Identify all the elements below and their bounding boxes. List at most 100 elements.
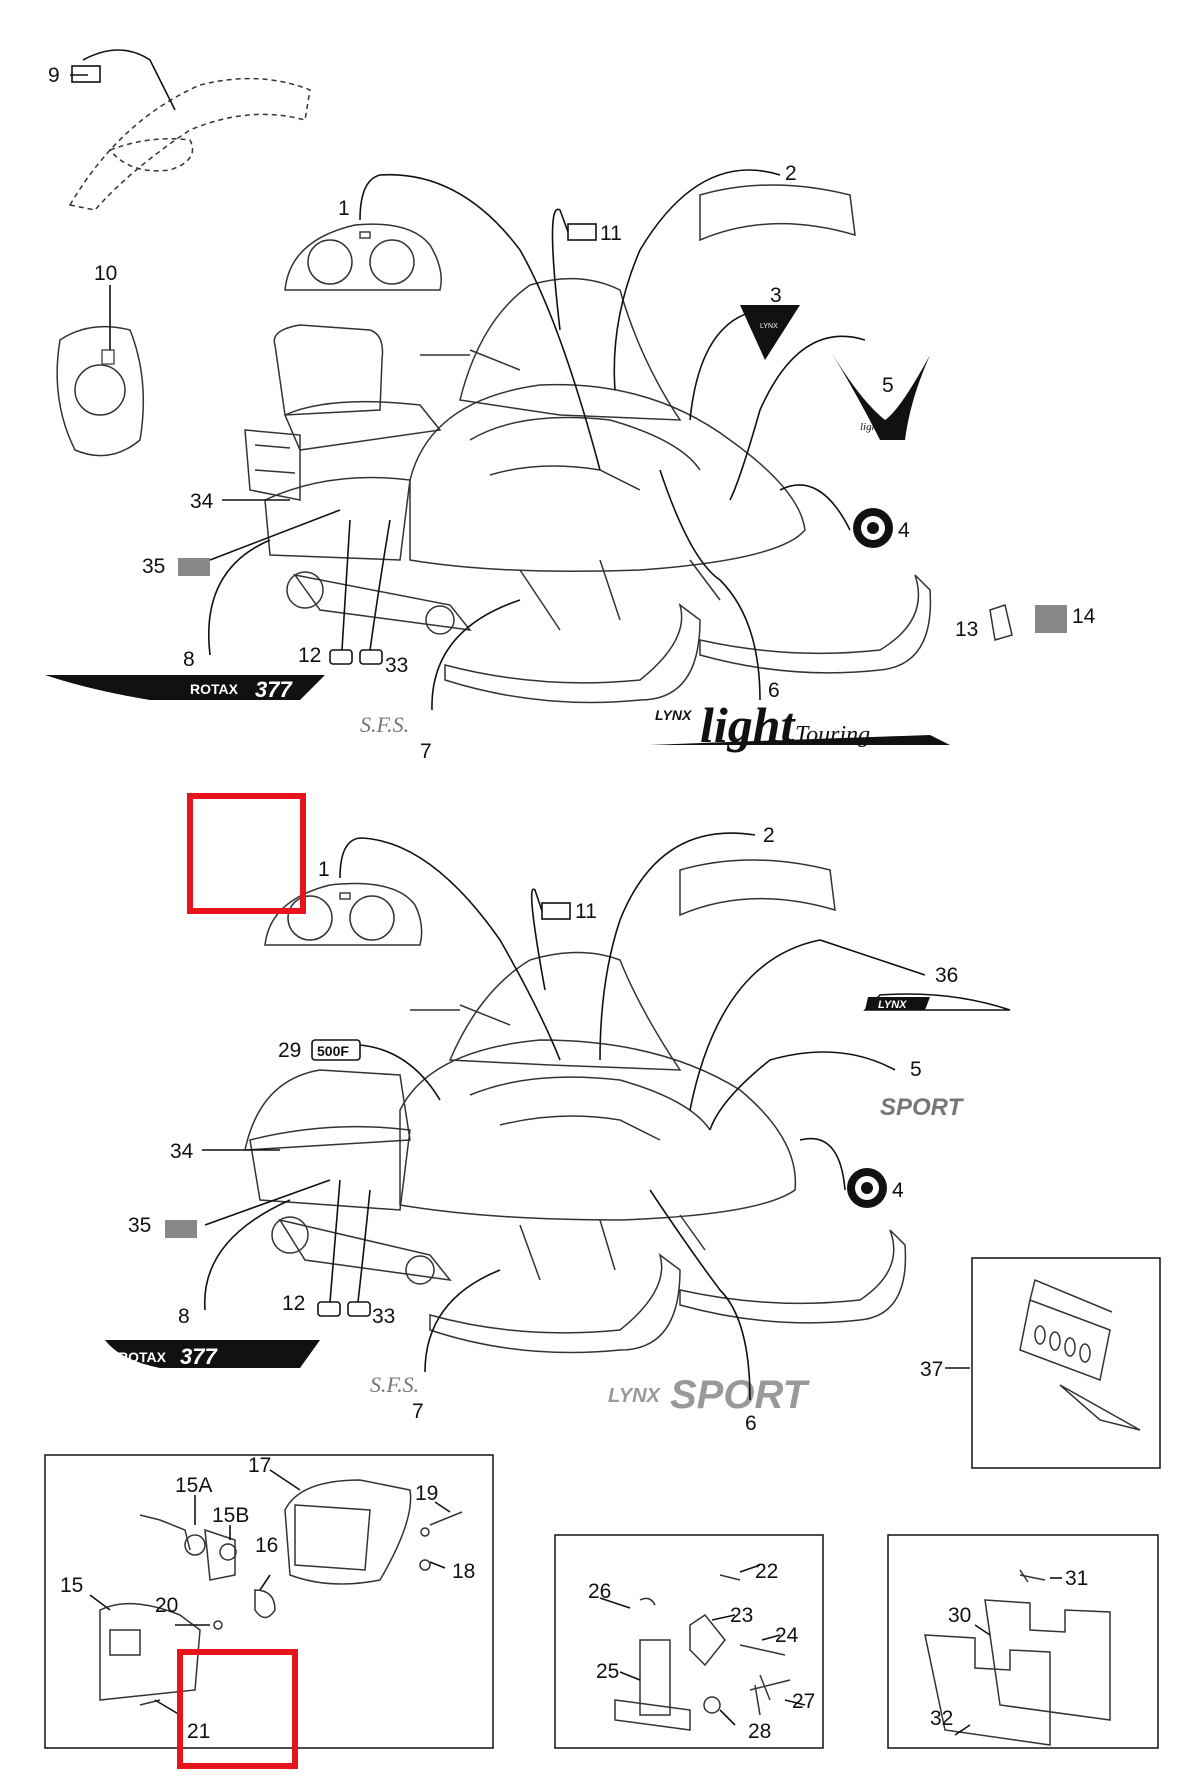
part-5-v-decal: light	[830, 350, 930, 440]
touring-logo-top: Touring	[795, 722, 870, 748]
mudflap-parts-illustration	[924, 1569, 1111, 1746]
bracket-parts-illustration	[614, 1574, 791, 1731]
top-snowmobile-illustration	[244, 277, 932, 704]
callout-33: 33	[385, 654, 408, 677]
callout-11: 11	[600, 222, 622, 245]
callout-8: 8	[183, 648, 195, 671]
part-13-clip	[989, 604, 1013, 641]
part-4-gear-emblem	[853, 508, 893, 548]
callout-23: 23	[730, 1604, 753, 1627]
part-8-rotax-decal-top: ROTAX 377	[45, 675, 325, 702]
callout-1: 1	[338, 197, 350, 220]
callout-29: 29	[278, 1039, 301, 1062]
part-1-gauge-decal	[284, 223, 442, 291]
callout-34: 34	[190, 490, 214, 513]
taillight-parts-illustration	[99, 1479, 463, 1706]
part-2-windshield-decal-bottom	[679, 859, 836, 917]
callout-14: 14	[1072, 605, 1096, 628]
part-2-windshield-decal	[699, 184, 856, 242]
lynx-mini-logo: LYNX	[760, 323, 778, 330]
mudflap-box	[887, 1534, 1159, 1749]
sport-logo-bottom: SPORT	[670, 1373, 811, 1417]
lynx-logo-bottom: LYNX	[608, 1385, 662, 1407]
part-6-lynx-sport-decal: LYNX SPORT	[608, 1373, 811, 1417]
taillight-box	[44, 1454, 494, 1749]
callout-15: 15	[60, 1574, 83, 1597]
callout-37: 37	[920, 1358, 943, 1381]
callout-36: 36	[935, 964, 958, 987]
callout-4-bottom: 4	[892, 1179, 904, 1202]
rotax-text-bottom: ROTAX	[118, 1349, 167, 1365]
bottom-snowmobile-illustration	[244, 951, 907, 1354]
lynx-logo-36: LYNX	[878, 999, 907, 1011]
callout-16: 16	[255, 1534, 278, 1557]
sport-mini-logo: SPORT	[880, 1094, 965, 1121]
part-37-bracket-illustration	[1019, 1278, 1141, 1431]
light-touring-mini-logo: light	[860, 421, 881, 433]
callout-2-bottom: 2	[763, 824, 775, 847]
callout-6: 6	[768, 679, 780, 702]
bracket-leader-lines	[599, 1564, 806, 1726]
bottom-leader-lines	[202, 832, 926, 1401]
callout-19: 19	[415, 1482, 438, 1505]
callout-2: 2	[785, 162, 797, 185]
callout-35: 35	[142, 555, 165, 578]
callout-labels: 9 10 1 11 2 3 5 4 34 35 13 14 12 33 8 7 …	[48, 64, 1096, 1743]
callout-5: 5	[882, 374, 894, 397]
callout-25: 25	[596, 1660, 619, 1683]
callout-15b: 15B	[212, 1504, 249, 1527]
callout-18: 18	[452, 1560, 475, 1583]
callout-7: 7	[420, 740, 432, 763]
sfs-decal-top: S.F.S.	[360, 712, 409, 737]
rotax-model-bottom: 377	[180, 1344, 218, 1369]
callout-17: 17	[248, 1454, 271, 1477]
part-37-box	[971, 1257, 1161, 1469]
callout-12: 12	[298, 644, 321, 667]
callout-24: 24	[775, 1624, 799, 1647]
part-10-housing-illustration	[56, 325, 145, 457]
part-1-gauge-decal-bottom	[264, 882, 423, 946]
callout-13: 13	[955, 618, 978, 641]
callout-4: 4	[898, 519, 910, 542]
part-8-rotax-decal-bottom: ROTAX 377	[105, 1340, 320, 1369]
part-35-patch-bottom	[165, 1220, 197, 1238]
callout-1-bottom: 1	[318, 858, 330, 881]
part-36-lynx-decal: LYNX	[863, 993, 1011, 1011]
part-35-patch	[178, 558, 210, 576]
callout-8-bottom: 8	[178, 1305, 190, 1328]
highlight-box-lower	[177, 1649, 298, 1769]
part-29-badge-text: 500F	[317, 1043, 349, 1059]
part-29-badge-box	[311, 1039, 361, 1061]
callout-35-bottom: 35	[128, 1214, 151, 1237]
callout-21: 21	[187, 1720, 210, 1743]
rotax-text-top: ROTAX	[190, 681, 239, 697]
part-4-gear-emblem-bottom	[847, 1168, 887, 1208]
lynx-logo-top: LYNX	[655, 707, 693, 723]
part-14-patch	[1035, 605, 1067, 633]
callout-9: 9	[48, 64, 60, 87]
part-5-sport-lx-mini-decal: SPORT	[880, 1094, 965, 1121]
callout-26: 26	[588, 1580, 611, 1603]
part-3-lynx-triangle-decal: LYNX	[740, 305, 800, 360]
sfs-decal-bottom: S.F.S.	[370, 1372, 419, 1397]
callout-3: 3	[770, 284, 782, 307]
callout-32: 32	[930, 1707, 953, 1730]
callout-11-bottom: 11	[575, 900, 597, 923]
highlight-box-upper	[187, 793, 306, 914]
part-9-panel-illustration	[68, 77, 311, 211]
callout-33-bottom: 33	[372, 1305, 395, 1328]
callout-6-bottom: 6	[745, 1412, 757, 1435]
callout-28: 28	[748, 1720, 771, 1743]
mudflap-leader-lines	[954, 1577, 1062, 1736]
callout-27: 27	[792, 1690, 815, 1713]
callout-5-bottom: 5	[910, 1058, 922, 1081]
part-6-light-touring-decal: LYNX light Touring	[650, 697, 950, 753]
taillight-leader-lines	[89, 1469, 451, 1716]
callout-10: 10	[94, 262, 117, 285]
callout-30: 30	[948, 1604, 971, 1627]
callout-22: 22	[755, 1560, 778, 1583]
callout-12-bottom: 12	[282, 1292, 305, 1315]
rotax-model-top: 377	[255, 677, 293, 702]
top-leader-lines	[70, 49, 866, 711]
